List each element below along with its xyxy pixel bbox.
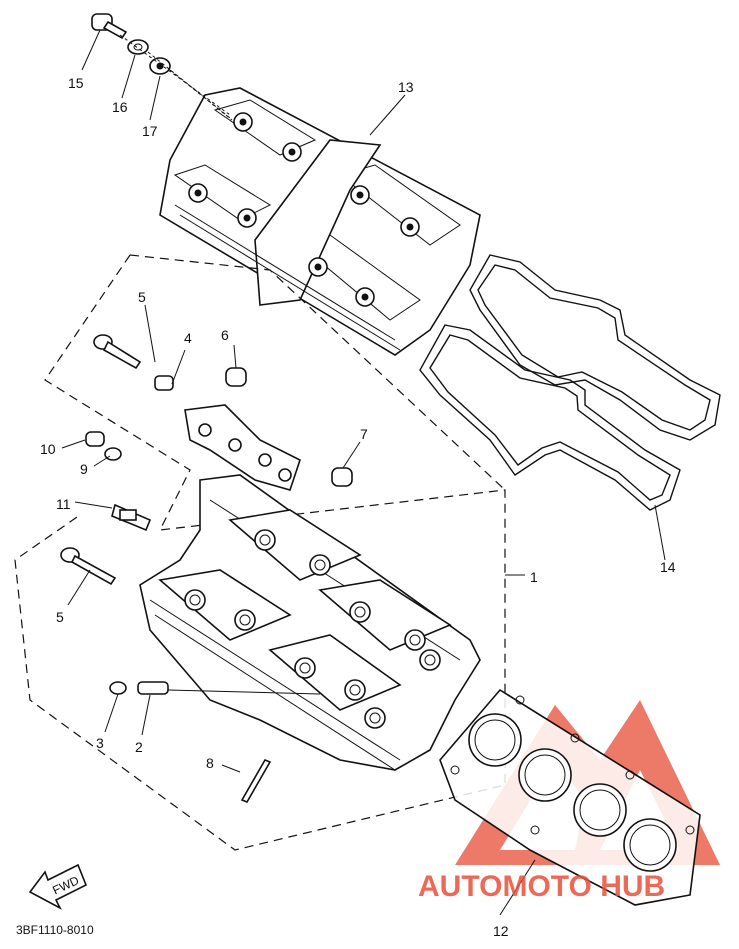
leader-13 xyxy=(369,94,406,136)
leader-4 xyxy=(171,349,186,385)
spark-plug-11 xyxy=(111,503,152,532)
leader-8 xyxy=(221,764,241,773)
callout-9: 9 xyxy=(80,461,88,477)
cover-gasket xyxy=(419,254,721,511)
callout-16: 16 xyxy=(112,99,128,115)
camshaft-cap-upper xyxy=(184,404,301,491)
leader-2b xyxy=(141,694,151,736)
leader-7 xyxy=(342,441,361,469)
grommet-17 xyxy=(149,57,171,75)
leader-5b xyxy=(67,569,91,606)
plug-6 xyxy=(225,367,247,387)
callout-13: 13 xyxy=(398,79,414,95)
cylinder-head xyxy=(139,474,481,771)
washer-3 xyxy=(109,681,127,695)
plug-10 xyxy=(85,431,105,447)
leader-15-label xyxy=(81,29,101,71)
callout-2: 2 xyxy=(135,739,143,755)
leader-6 xyxy=(233,344,237,369)
assembly-boundary-top xyxy=(129,254,506,491)
cylinder-head-cover xyxy=(159,87,481,356)
bolt-5-lower xyxy=(60,547,117,586)
leader-2 xyxy=(167,689,321,695)
leader-10 xyxy=(61,439,86,449)
leader-12 xyxy=(499,859,536,916)
callout-11: 11 xyxy=(56,496,71,512)
dowel-pin-2 xyxy=(137,681,169,695)
leader-3 xyxy=(104,693,119,733)
callout-1: 1 xyxy=(530,569,538,585)
forward-arrow-icon: FWD xyxy=(28,863,88,910)
leader-14 xyxy=(654,504,666,561)
leader-15 xyxy=(119,34,231,116)
cylinder-head-gasket xyxy=(439,688,701,906)
cap-bolt-15 xyxy=(91,13,128,40)
leader-17-label xyxy=(149,75,161,121)
callout-10: 10 xyxy=(40,441,56,457)
leader-16-label xyxy=(121,54,136,99)
callout-12: 12 xyxy=(493,923,509,939)
callout-7: 7 xyxy=(360,426,368,442)
callout-6: 6 xyxy=(221,327,229,343)
plug-7 xyxy=(331,467,353,487)
callout-3: 3 xyxy=(96,735,104,751)
callout-17: 17 xyxy=(142,123,158,139)
bolt-5-upper xyxy=(93,334,142,370)
callout-14: 14 xyxy=(660,559,676,575)
callout-5-upper: 5 xyxy=(138,289,146,305)
leader-5a xyxy=(144,304,156,363)
callout-15: 15 xyxy=(68,75,84,91)
callout-4: 4 xyxy=(184,330,192,346)
washer-16 xyxy=(127,39,149,55)
dowel-pin-4 xyxy=(154,375,174,391)
leader-9 xyxy=(93,455,111,467)
watermark-text: AUTOMOTO HUB xyxy=(418,870,665,903)
callout-8: 8 xyxy=(206,755,214,771)
drawing-code: 3BF1110-8010 xyxy=(16,923,94,937)
stud-bolt-8 xyxy=(240,758,272,804)
callout-5-lower: 5 xyxy=(56,609,64,625)
leader-17 xyxy=(169,69,233,121)
leader-11 xyxy=(74,501,113,509)
